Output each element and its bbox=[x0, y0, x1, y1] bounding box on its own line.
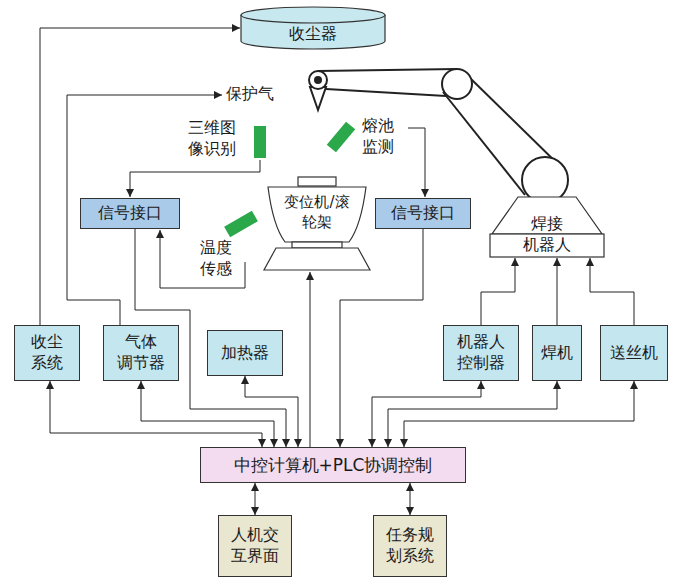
connector bbox=[245, 376, 298, 447]
node-text: 收尘 系统 bbox=[29, 332, 65, 374]
node-text: 加热器 bbox=[221, 343, 269, 364]
connector bbox=[255, 483, 256, 515]
central-controller: 中控计算机+PLC协调控制 bbox=[200, 447, 466, 483]
connector bbox=[50, 381, 262, 447]
connector bbox=[557, 258, 558, 325]
dust-collector: 收尘器 bbox=[240, 6, 386, 50]
pool-label: 熔池 监测 bbox=[358, 116, 398, 158]
robot-arm bbox=[309, 69, 568, 203]
node-text: 信号接口 bbox=[98, 203, 162, 224]
connector bbox=[410, 483, 411, 515]
connector bbox=[141, 381, 274, 447]
task-planner: 任务规 划系统 bbox=[373, 515, 447, 577]
node-text: 气体 调节器 bbox=[115, 332, 167, 374]
gas-label: 保护气 bbox=[226, 84, 274, 105]
welding-robot: 焊接 机器人 bbox=[488, 196, 606, 258]
connector bbox=[404, 381, 634, 447]
welder: 焊机 bbox=[532, 325, 582, 381]
dust-system: 收尘 系统 bbox=[14, 325, 80, 381]
connector bbox=[590, 258, 634, 325]
temp-sensor bbox=[224, 211, 258, 237]
positioner: 变位机/滚 轮架 bbox=[262, 176, 372, 272]
node-text: 收尘器 bbox=[289, 24, 337, 45]
connector bbox=[310, 272, 311, 447]
temp-label: 温度 传感 bbox=[196, 238, 236, 280]
connector bbox=[40, 28, 240, 325]
signal-interface: 信号接口 bbox=[375, 198, 471, 229]
robot-controller: 机器人 控制器 bbox=[443, 325, 519, 381]
node-text: 焊接 机器人 bbox=[521, 213, 573, 255]
connector bbox=[388, 381, 557, 447]
signal-interface: 信号接口 bbox=[80, 198, 180, 229]
node-text: 焊机 bbox=[541, 343, 573, 364]
connector bbox=[481, 258, 515, 325]
node-text: 送丝机 bbox=[610, 343, 658, 364]
node-text: 人机交 互界面 bbox=[229, 525, 281, 567]
node-text: 变位机/滚 轮架 bbox=[275, 193, 359, 232]
node-text: 信号接口 bbox=[391, 203, 455, 224]
heater: 加热器 bbox=[207, 330, 283, 376]
gas-regulator: 气体 调节器 bbox=[103, 325, 179, 381]
pool-sensor bbox=[327, 122, 355, 153]
node-text: 中控计算机+PLC协调控制 bbox=[234, 454, 433, 476]
camera-sensor bbox=[254, 126, 266, 158]
node-text: 任务规 划系统 bbox=[384, 525, 436, 567]
wire-feeder: 送丝机 bbox=[600, 325, 668, 381]
leader-lines bbox=[67, 95, 425, 325]
hmi: 人机交 互界面 bbox=[218, 515, 292, 577]
node-text: 机器人 控制器 bbox=[455, 332, 507, 374]
camera-label: 三维图 像识别 bbox=[184, 118, 240, 160]
